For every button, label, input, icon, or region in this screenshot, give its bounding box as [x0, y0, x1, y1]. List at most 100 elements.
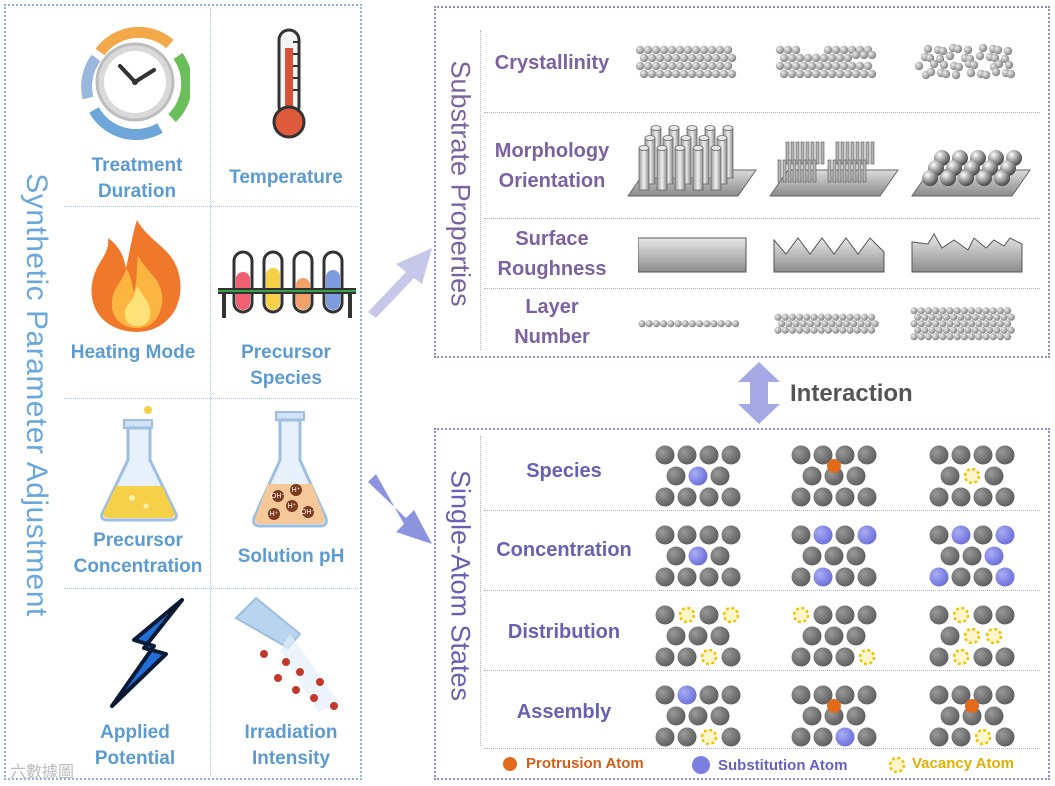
layer-atom: [871, 320, 879, 328]
substrate-atom: [827, 53, 837, 63]
nanosheet: [805, 141, 810, 165]
host-atom: [721, 647, 741, 667]
host-atom: [857, 445, 877, 465]
host-atom: [677, 647, 697, 667]
row-divider: [484, 218, 1040, 219]
layer-atom: [824, 313, 832, 321]
host-atom: [846, 546, 866, 566]
row-divider: [484, 510, 1040, 511]
host-atom: [813, 685, 833, 705]
substrate-atom: [978, 43, 988, 53]
vacancy-atom: [952, 606, 970, 624]
substitution-atom: [857, 525, 877, 545]
layer-atom: [982, 307, 990, 315]
layer-atom: [774, 313, 782, 321]
layer-atom: [850, 320, 858, 328]
nanorod-top: [638, 145, 650, 151]
svg-text:OH⁻: OH⁻: [271, 493, 286, 500]
row-divider: [484, 112, 1040, 113]
layer-atom: [968, 320, 976, 328]
layer-atom: [853, 313, 861, 321]
host-atom: [940, 546, 960, 566]
nanorod-top: [698, 135, 710, 141]
substrate-atom: [711, 53, 721, 63]
nanodome: [958, 170, 974, 186]
host-atom: [984, 706, 1004, 726]
host-atom: [973, 647, 993, 667]
layer-atom: [785, 320, 793, 328]
item-label-treatment-duration: Treatment Duration: [91, 155, 183, 202]
host-atom: [791, 487, 811, 507]
host-atom: [929, 685, 949, 705]
item-label-irradiation-intensity: Irradiation Intensity: [244, 722, 338, 769]
substrate-row-orientation: Orientation: [498, 170, 606, 192]
substrate-atom: [991, 67, 1001, 77]
layer-atom: [953, 333, 961, 341]
host-atom: [846, 466, 866, 486]
single-atom-row-assembly: Assembly: [516, 701, 612, 723]
layer-atom: [810, 326, 818, 334]
layer-atom: [917, 333, 925, 341]
substrate-panel-title: Substrate Properties: [445, 60, 476, 307]
host-atom: [721, 685, 741, 705]
layer-atom: [975, 333, 983, 341]
substrate-atom: [647, 53, 657, 63]
layer-atom: [910, 307, 918, 315]
layer-atom: [964, 313, 972, 321]
left-grid-divider: [64, 588, 358, 589]
nanorod-top: [686, 125, 698, 131]
layer-atom: [975, 307, 983, 315]
row-divider: [484, 670, 1040, 671]
host-atom: [710, 546, 730, 566]
layer-atom: [932, 320, 940, 328]
substrate-atom: [719, 69, 729, 79]
layer-atom: [953, 307, 961, 315]
substrate-atom: [803, 53, 813, 63]
substitution-atom: [929, 567, 949, 587]
layer-atom: [932, 307, 940, 315]
host-atom: [962, 546, 982, 566]
substrate-atom: [687, 69, 697, 79]
layer-atom: [960, 333, 968, 341]
substrate-atom: [779, 69, 789, 79]
layer-atom: [681, 320, 689, 328]
host-atom: [940, 626, 960, 646]
substrate-atom: [851, 69, 861, 79]
layer-atom: [846, 313, 854, 321]
substrate-atom: [655, 53, 665, 63]
host-atom: [688, 706, 708, 726]
nanosheet: [870, 141, 875, 165]
substrate-atom: [687, 53, 697, 63]
substrate-atom: [783, 45, 793, 55]
item-label-precursor-species: Precursor Species: [241, 342, 331, 389]
layer-atom: [860, 313, 868, 321]
fire-icon: [91, 220, 181, 332]
substrate-atom: [819, 69, 829, 79]
host-atom: [721, 487, 741, 507]
layer-atom: [803, 326, 811, 334]
substrate-atom: [929, 59, 939, 69]
nanosheet: [827, 159, 832, 183]
substrate-atom: [663, 53, 673, 63]
substrate-atom: [963, 45, 973, 55]
vacancy-atom: [952, 648, 970, 666]
substrate-atom: [994, 59, 1004, 69]
layer-atom: [1004, 333, 1012, 341]
host-atom: [699, 445, 719, 465]
substrate-row-morphology: Morphology: [494, 140, 610, 162]
lightning-icon: [110, 598, 184, 708]
single-atom-row-distribution: Distribution: [507, 621, 621, 643]
nanosheet: [840, 141, 845, 165]
layer-atom: [917, 307, 925, 315]
nanorod-top: [656, 145, 668, 151]
host-atom: [951, 685, 971, 705]
substrate-atom: [775, 61, 785, 71]
layer-atom: [799, 320, 807, 328]
substrate-atom: [938, 46, 948, 56]
substrate-atom: [791, 45, 801, 55]
layer-atom: [914, 326, 922, 334]
layer-atom: [806, 320, 814, 328]
layer-atom: [917, 320, 925, 328]
protrusion-atom-legend-icon: [503, 757, 517, 771]
substrate-atom: [839, 61, 849, 71]
